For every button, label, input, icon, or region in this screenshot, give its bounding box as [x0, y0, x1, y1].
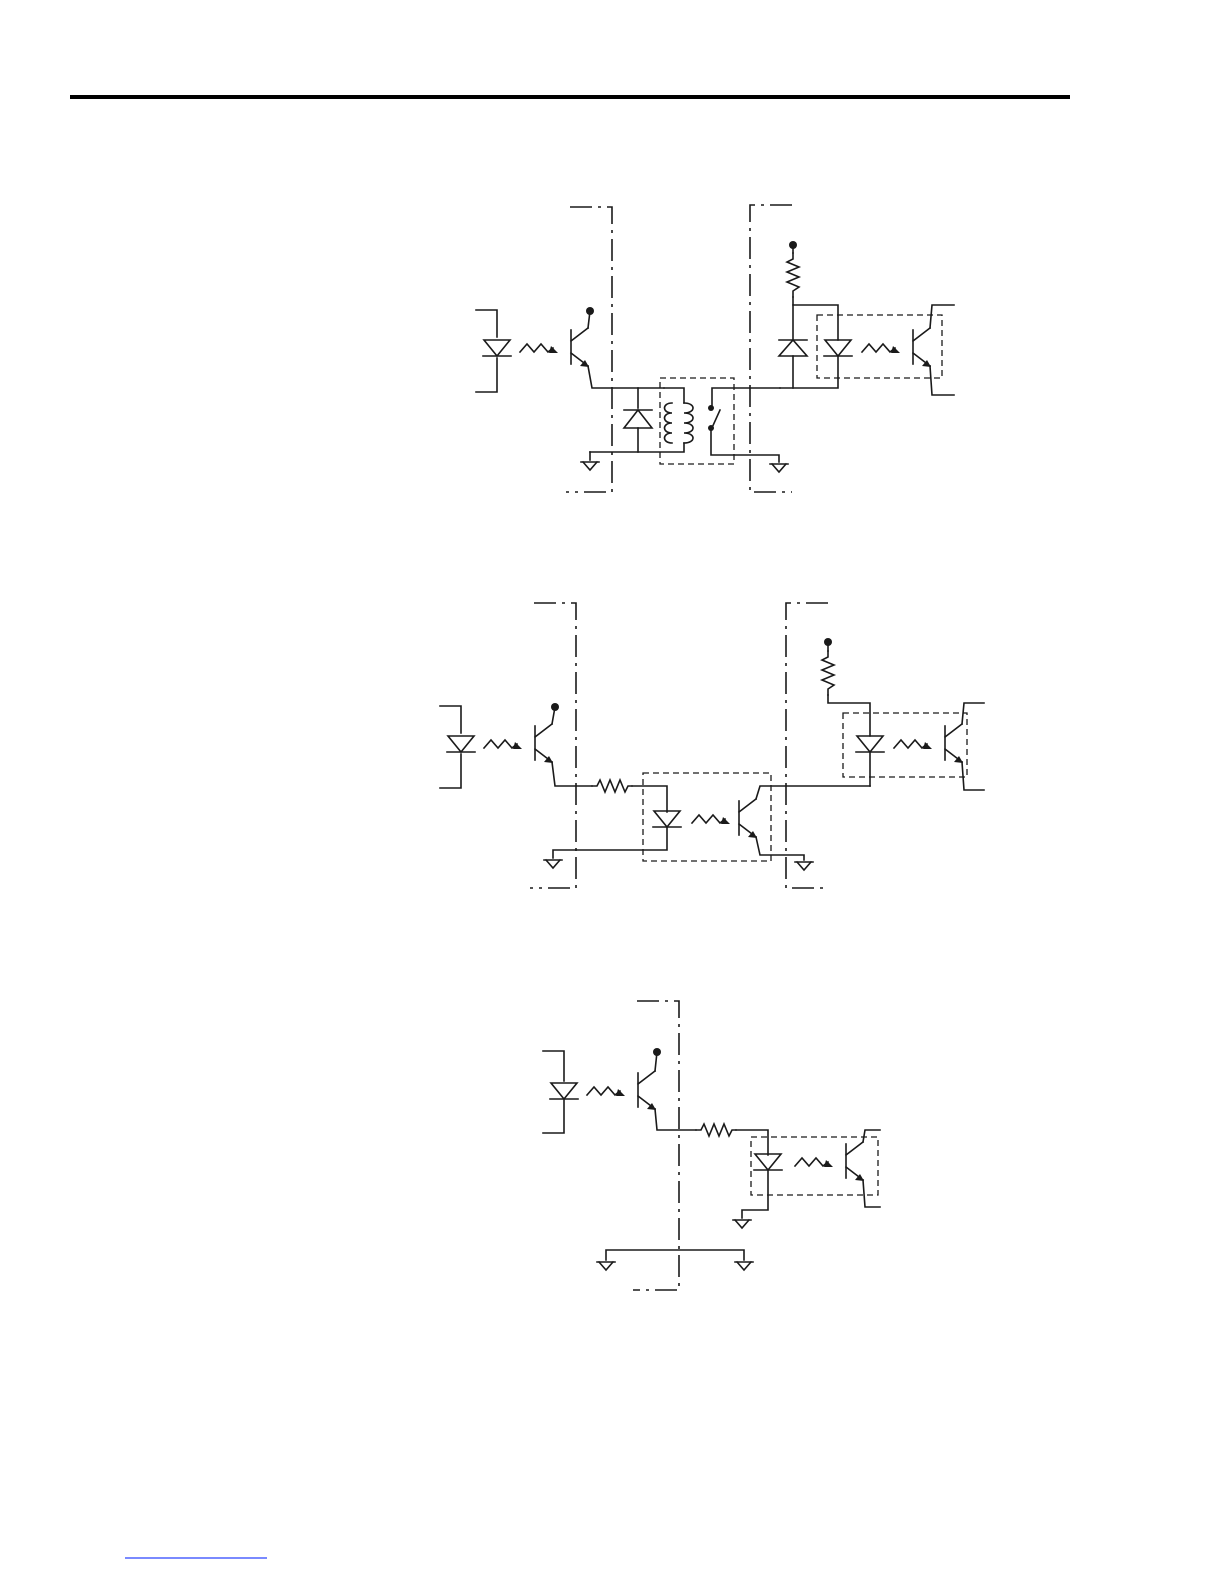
input-led-1b: [780, 340, 852, 388]
clamp-diode-1: [779, 340, 807, 388]
flyback-diode-1: [624, 388, 652, 452]
figure-direct-interface: [543, 1001, 880, 1290]
phototransistor-3a: [638, 1048, 696, 1130]
light-2b: [692, 815, 730, 824]
light-2a: [484, 740, 522, 749]
relay-contact: [708, 388, 788, 472]
input-led-3: [543, 1051, 578, 1133]
series-resistor-2: [592, 780, 632, 792]
input-led-3b: [733, 1154, 782, 1228]
pull-up-1: [787, 241, 838, 340]
figure-optocoupler-interface: [440, 603, 984, 888]
light-1b: [862, 344, 900, 353]
figure-relay-interface: [476, 205, 954, 492]
relay-coil: [581, 388, 693, 470]
light-1a: [520, 344, 558, 353]
device-boundary-2: [786, 603, 828, 888]
input-led-2b: [856, 736, 884, 786]
input-led-2: [440, 706, 475, 788]
isolating-led: [544, 811, 681, 868]
controller-boundary-2: [530, 603, 576, 888]
phototransistor-1a: [571, 307, 664, 388]
isolating-phototransistor: [739, 786, 870, 870]
controller-boundary: [566, 207, 612, 492]
light-3b: [795, 1158, 833, 1167]
input-led-1: [476, 310, 511, 392]
common-ground: [597, 1250, 753, 1270]
relay-package: [660, 378, 734, 464]
controller-boundary-3: [633, 1001, 679, 1290]
input-opto-package-1: [817, 315, 942, 378]
phototransistor-1b: [913, 305, 954, 395]
phototransistor-2a: [535, 703, 592, 786]
series-resistor-3: [696, 1124, 736, 1136]
pull-up-2: [822, 638, 870, 736]
light-2c: [894, 740, 932, 749]
light-3a: [587, 1087, 625, 1096]
